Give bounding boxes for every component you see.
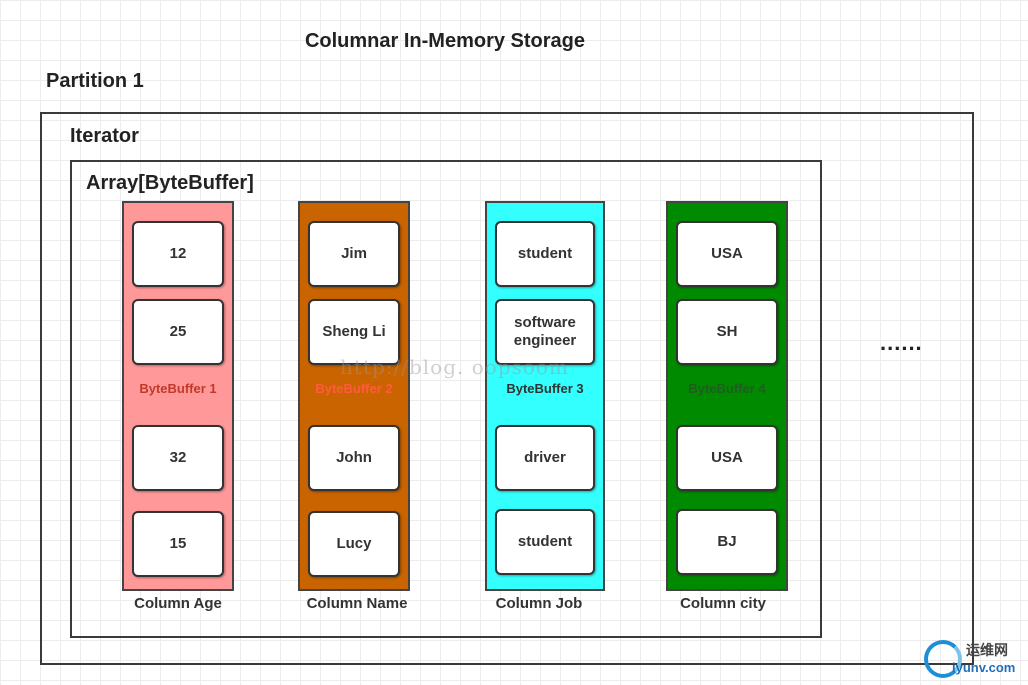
value-cell: Jim	[308, 221, 400, 287]
value-cell: student	[495, 509, 595, 575]
column-label: Column city	[680, 595, 766, 612]
column-name-buffer: Jim Sheng Li ByteBuffer 2 John Lucy	[298, 201, 410, 591]
logo-text: 运维网	[966, 642, 1008, 658]
logo-url: iyunv.com	[952, 660, 1016, 675]
column-label: Column Age	[134, 595, 222, 612]
logo-ring-icon	[924, 640, 962, 678]
value-cell: driver	[495, 425, 595, 491]
array-label: Array[ByteBuffer]	[86, 172, 254, 194]
iterator-box	[40, 112, 974, 665]
site-logo: 运维网 iyunv.com	[922, 636, 1026, 682]
value-cell: 32	[132, 425, 224, 491]
column-label: Column Name	[306, 595, 408, 612]
column-city-buffer: USA SH ByteBuffer 4 USA BJ	[666, 201, 788, 591]
value-cell: Sheng Li	[308, 299, 400, 365]
value-cell: Lucy	[308, 511, 400, 577]
array-box	[70, 160, 822, 638]
diagram-title: Columnar In-Memory Storage	[304, 30, 586, 52]
value-cell: USA	[676, 221, 778, 287]
more-columns-ellipsis: ......	[880, 330, 923, 355]
buffer-label: ByteBuffer 2	[315, 381, 393, 396]
watermark-text: http://blog. oopsoom	[340, 355, 569, 379]
value-cell: software engineer	[495, 299, 595, 365]
value-cell: 15	[132, 511, 224, 577]
iterator-label: Iterator	[70, 125, 139, 147]
partition-label: Partition 1	[46, 70, 144, 92]
column-job-buffer: student software engineer ByteBuffer 3 d…	[485, 201, 605, 591]
value-cell: John	[308, 425, 400, 491]
value-cell: student	[495, 221, 595, 287]
column-age-buffer: 12 25 ByteBuffer 1 32 15	[122, 201, 234, 591]
buffer-label: ByteBuffer 4	[688, 381, 766, 396]
value-cell: 12	[132, 221, 224, 287]
value-cell: 25	[132, 299, 224, 365]
buffer-label: ByteBuffer 3	[506, 381, 584, 396]
value-cell: SH	[676, 299, 778, 365]
buffer-label: ByteBuffer 1	[139, 381, 217, 396]
value-cell: BJ	[676, 509, 778, 575]
value-cell: USA	[676, 425, 778, 491]
column-label: Column Job	[495, 595, 583, 612]
